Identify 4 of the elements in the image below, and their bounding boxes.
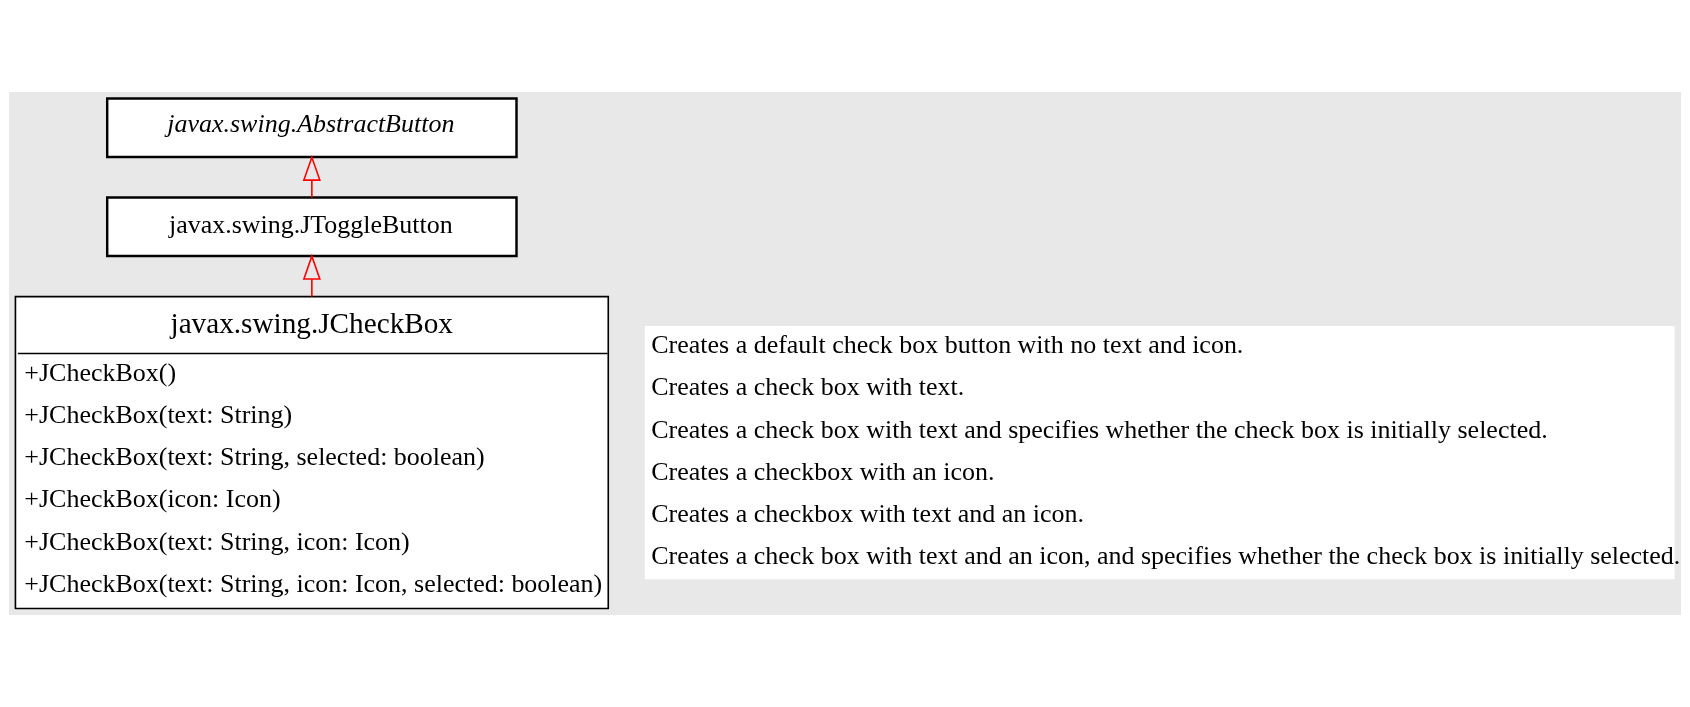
arrow — [302, 154, 321, 199]
arrow — [302, 253, 321, 298]
node-box: javax.swing.JToggleButton — [106, 196, 518, 258]
node-box: javax.swing.AbstractButton — [106, 97, 518, 159]
